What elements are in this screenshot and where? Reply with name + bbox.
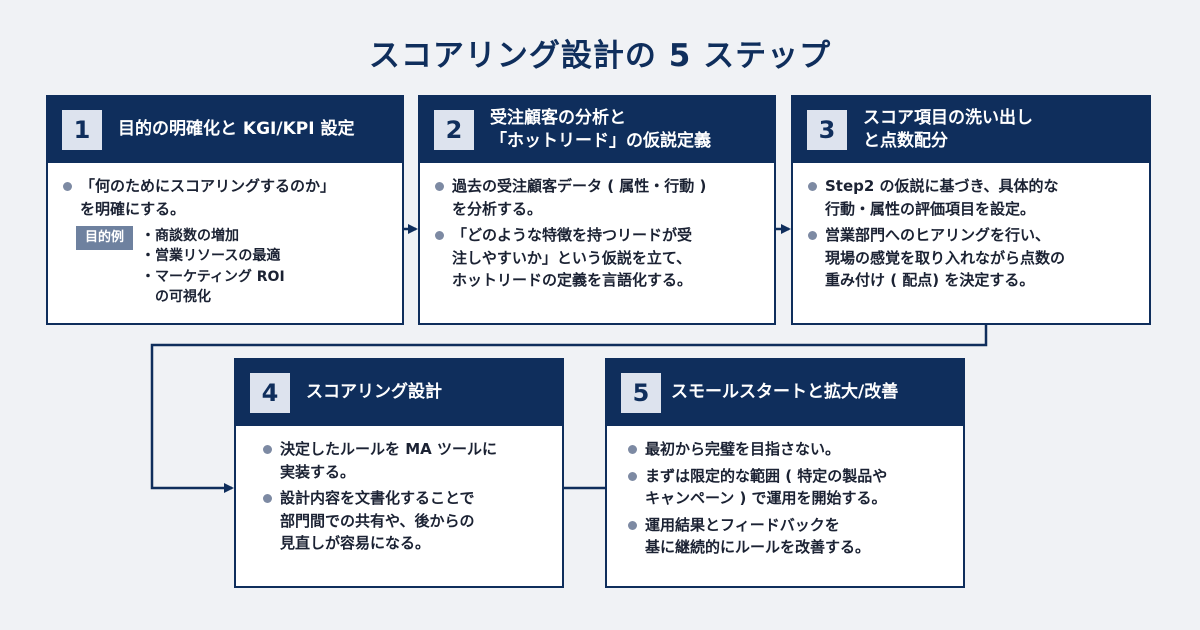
step-title-1: 目的の明確化と KGI/KPI 設定: [118, 119, 355, 140]
page-title: スコアリング設計の 5 ステップ: [368, 38, 832, 74]
step-number-5: 5: [621, 373, 661, 413]
step-header-1: 1 目的の明確化と KGI/KPI 設定: [48, 97, 402, 163]
step-card-4: 4 スコアリング設計 決定したルールを MA ツールに 実装する。 設計内容を文…: [234, 358, 564, 588]
bullet-4-1: 決定したルールを MA ツールに 実装する。: [262, 438, 550, 483]
step-card-3: 3 スコア項目の洗い出し と点数配分 Step2 の仮説に基づき、具体的な 行動…: [791, 95, 1151, 325]
bullet-1-1: 「何のためにスコアリングするのか」 を明確にする。: [62, 175, 390, 220]
step-card-1: 1 目的の明確化と KGI/KPI 設定 「何のためにスコアリングするのか」 を…: [46, 95, 404, 325]
example-item-continued: の可視化: [155, 288, 212, 305]
step-number-4: 4: [250, 373, 290, 413]
example-item: 商談数の増加: [141, 226, 285, 247]
step-number-2: 2: [434, 110, 474, 150]
bullet-3-2: 営業部門へのヒアリングを行い、 現場の感覚を取り入れながら点数の 重み付け ( …: [807, 224, 1137, 292]
step-body-1: 「何のためにスコアリングするのか」 を明確にする。 目的例 商談数の増加 営業リ…: [48, 163, 402, 307]
purpose-example-list: 商談数の増加 営業リソースの最適 マーケティング ROI の可視化: [141, 226, 285, 307]
step-card-2: 2 受注顧客の分析と 「ホットリード」の仮説定義 過去の受注顧客データ ( 属性…: [418, 95, 776, 325]
step-number-3: 3: [807, 110, 847, 150]
step-body-4: 決定したルールを MA ツールに 実装する。 設計内容を文書化することで 部門間…: [236, 426, 562, 555]
purpose-example-tag: 目的例: [76, 226, 134, 250]
step-header-2: 2 受注顧客の分析と 「ホットリード」の仮説定義: [420, 97, 774, 163]
bullet-5-2: まずは限定的な範囲 ( 特定の製品や キャンペーン ) で運用を開始する。: [627, 465, 951, 510]
step-header-4: 4 スコアリング設計: [236, 360, 562, 426]
bullet-5-1: 最初から完璧を目指さない。: [627, 438, 951, 461]
bullet-2-1: 過去の受注顧客データ ( 属性・行動 ) を分析する。: [434, 175, 762, 220]
step-number-1: 1: [62, 110, 102, 150]
step-title-5: スモールスタートと拡大/改善: [671, 382, 899, 403]
bullet-4-2: 設計内容を文書化することで 部門間での共有や、後からの 見直しが容易になる。: [262, 487, 550, 555]
step-card-5: 5 スモールスタートと拡大/改善 最初から完璧を目指さない。 まずは限定的な範囲…: [605, 358, 965, 588]
step-header-5: 5 スモールスタートと拡大/改善: [607, 360, 963, 426]
purpose-examples: 目的例 商談数の増加 営業リソースの最適 マーケティング ROI の可視化: [62, 226, 390, 307]
arrow-step3-to-step4: [150, 325, 988, 493]
example-item: マーケティング ROI: [141, 267, 285, 288]
bullet-3-1: Step2 の仮説に基づき、具体的な 行動・属性の評価項目を設定。: [807, 175, 1137, 220]
step-title-4: スコアリング設計: [306, 382, 442, 403]
bullet-5-3: 運用結果とフィードバックを 基に継続的にルールを改善する。: [627, 514, 951, 559]
step-title-2: 受注顧客の分析と 「ホットリード」の仮説定義: [490, 107, 711, 151]
step-body-3: Step2 の仮説に基づき、具体的な 行動・属性の評価項目を設定。 営業部門への…: [793, 163, 1149, 292]
step-header-3: 3 スコア項目の洗い出し と点数配分: [793, 97, 1149, 163]
example-item: 営業リソースの最適: [141, 246, 285, 267]
step-body-2: 過去の受注顧客データ ( 属性・行動 ) を分析する。 「どのような特徴を持つリ…: [420, 163, 774, 292]
step-body-5: 最初から完璧を目指さない。 まずは限定的な範囲 ( 特定の製品や キャンペーン …: [607, 426, 963, 559]
step-title-3: スコア項目の洗い出し と点数配分: [863, 107, 1033, 151]
bullet-2-2: 「どのような特徴を持つリードが受 注しやすいか」という仮説を立て、 ホットリード…: [434, 224, 762, 292]
